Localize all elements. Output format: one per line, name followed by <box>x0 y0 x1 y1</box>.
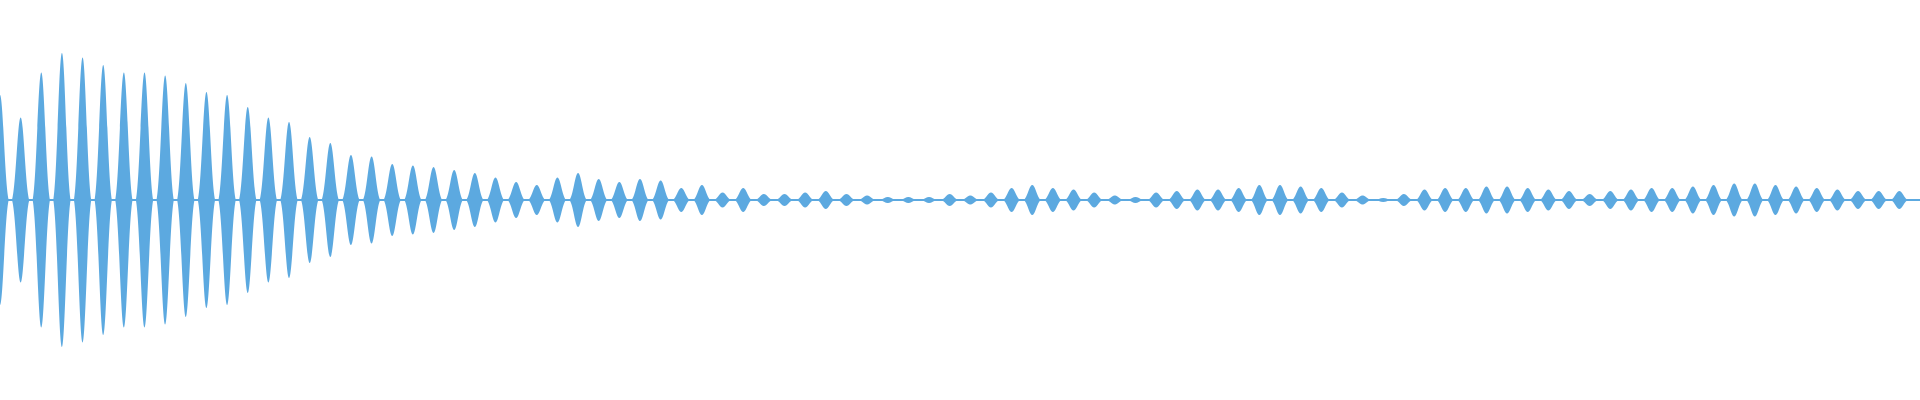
waveform-lobe <box>32 72 50 328</box>
waveform-lobe <box>775 194 794 206</box>
waveform-lobe <box>218 95 236 305</box>
waveform-lobe <box>383 164 401 236</box>
waveform-lobe <box>486 177 505 223</box>
waveform-lobe <box>1828 189 1847 211</box>
waveform-lobe <box>755 194 773 206</box>
waveform-lobe <box>53 53 71 347</box>
waveform-lobe <box>837 194 856 206</box>
waveform-lobe <box>1519 188 1537 212</box>
waveform-lobe <box>1395 194 1413 206</box>
waveform-lobe <box>941 194 959 206</box>
waveform-lobe <box>1870 191 1888 209</box>
waveform-lobe <box>1333 192 1351 208</box>
waveform-lobe <box>693 185 711 215</box>
waveform-lobe <box>135 72 154 328</box>
waveform-lobe <box>1209 189 1227 211</box>
waveform-lobe <box>1374 198 1392 202</box>
waveform-lobe <box>466 173 484 227</box>
waveform-lobe <box>1498 186 1516 214</box>
waveform-lobe <box>1147 192 1165 208</box>
waveform-lobe <box>817 191 835 209</box>
waveform-lobe <box>879 197 897 203</box>
waveform-lobe <box>156 75 174 325</box>
waveform-lobe <box>404 165 422 235</box>
waveform-lobe <box>1684 186 1702 214</box>
waveform-lobe <box>507 182 525 218</box>
waveform-lobe <box>1188 189 1207 211</box>
waveform-lobe <box>1601 191 1619 209</box>
waveform-lobe <box>321 143 339 257</box>
waveform-lobe <box>651 180 670 220</box>
waveform-lobe <box>1642 188 1661 212</box>
waveform-lobe <box>1250 185 1269 215</box>
waveform-lobe <box>548 177 567 223</box>
waveform-lobe <box>1663 188 1681 212</box>
waveform-lobe <box>1312 188 1330 212</box>
waveform-lobe <box>1746 183 1764 217</box>
waveform-lobe <box>1085 192 1103 208</box>
waveform-lobe <box>1808 188 1826 212</box>
waveform-lobe <box>1622 189 1640 211</box>
waveform-lobe <box>920 197 938 203</box>
waveform-lobe <box>1415 189 1434 211</box>
waveform-baseline <box>0 199 1920 201</box>
waveform-lobe <box>342 155 360 245</box>
waveform-lobe <box>280 122 298 278</box>
waveform-lobe <box>1230 188 1248 212</box>
waveform-lobe <box>115 72 133 328</box>
waveform-lobe <box>899 197 918 203</box>
waveform-lobe <box>1436 188 1454 212</box>
waveform-lobe <box>672 188 690 212</box>
waveform-lobe <box>796 192 814 208</box>
waveform-lobe <box>590 179 608 221</box>
waveform-lobe <box>1560 191 1578 209</box>
waveform-lobe <box>362 156 381 244</box>
waveform-lobe <box>424 167 443 233</box>
waveform-lobe <box>1457 188 1475 212</box>
waveform-lobe <box>1704 185 1723 215</box>
waveform-lobe <box>961 195 979 205</box>
waveform-lobe <box>569 173 587 227</box>
waveform-lobe <box>1890 191 1909 209</box>
waveform-lobe <box>1023 185 1041 215</box>
waveform-lobe <box>713 192 732 208</box>
waveform-lobe <box>610 182 629 218</box>
waveform-lobe <box>445 170 463 230</box>
waveform-lobe <box>1271 185 1289 215</box>
waveform-lobe <box>1849 191 1867 209</box>
waveform-lobe <box>1725 183 1743 217</box>
waveform-lobe <box>0 95 9 305</box>
waveform-lobe <box>1126 197 1145 203</box>
waveform-lobe <box>734 188 752 212</box>
waveform-lobe <box>858 195 876 205</box>
waveform-lobe <box>982 192 1000 208</box>
waveform-lobe <box>301 137 319 263</box>
waveform-lobe <box>94 65 112 335</box>
waveform-lobe <box>1539 189 1558 211</box>
waveform-lobe <box>1766 185 1785 215</box>
waveform-lobe <box>1291 186 1310 214</box>
waveform-lobe <box>1064 189 1083 211</box>
waveform-lobe <box>528 185 546 215</box>
waveform-lobe <box>1581 194 1599 206</box>
waveform-lobe <box>1168 191 1186 209</box>
waveform-lobe <box>259 117 278 283</box>
waveform-lobe <box>239 107 257 293</box>
waveform-lobe <box>177 83 195 317</box>
waveform-lobe <box>73 57 92 343</box>
waveform-lobe <box>197 92 216 308</box>
waveform-lobe <box>631 179 649 221</box>
waveform-lobe <box>11 117 30 283</box>
waveform-lobe <box>1106 195 1124 205</box>
waveform-lobes <box>0 53 1920 347</box>
waveform-lobe <box>1002 188 1021 212</box>
waveform-lobe <box>1477 186 1496 214</box>
waveform-lobe <box>1044 188 1062 212</box>
waveform-lobe <box>1353 195 1372 205</box>
waveform-lobe <box>1787 186 1805 214</box>
